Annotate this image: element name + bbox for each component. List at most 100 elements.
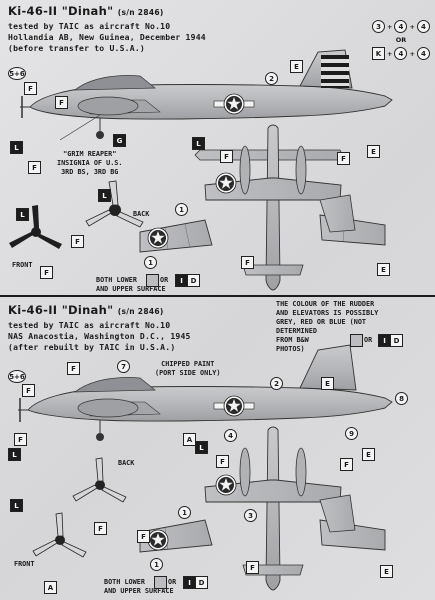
callout-f-sec1-d: F — [220, 150, 233, 163]
callout-f-sec2-e: F — [340, 458, 353, 471]
section1-back-label: BACK — [133, 210, 150, 218]
callout-f-sec1-g: F — [40, 266, 53, 279]
callout-2-sec2: 2 — [270, 377, 283, 390]
section1-line3: (before transfer to U.S.A.) — [8, 43, 145, 53]
section2-surface-swatch-d: D — [195, 576, 208, 589]
callout-1-sec2-b: 1 — [150, 558, 163, 571]
section1-title: Ki-46-II "Dinah" (s/n 2846) — [8, 4, 164, 18]
section1-title-name: "Dinah" — [61, 4, 114, 18]
section2-colour-or: OR — [364, 336, 373, 344]
callout-f-sec1-c: F — [28, 161, 41, 174]
callout-l-sec1-c: L — [16, 208, 29, 221]
section2-title-prefix: Ki-46-II — [8, 303, 58, 317]
callout-f-sec2-f: F — [137, 530, 150, 543]
section2-line3: (after rebuilt by TAIC in U.S.A.) — [8, 342, 176, 352]
section1-tail-detail — [319, 194, 356, 233]
callout-f-sec1-a: F — [24, 82, 37, 95]
tail-marking-option-1: 3 + 4 + 4 — [372, 20, 430, 33]
callout-a-sec2: A — [183, 433, 196, 446]
section2-wing-detail-left — [139, 519, 213, 553]
tail-marking-or: OR — [395, 36, 407, 44]
callout-f-sec1-e: F — [337, 152, 350, 165]
tail-marking-options: 3 + 4 + 4 OR K + 4 + 4 — [372, 20, 430, 60]
section1-title-prefix: Ki-46-II — [8, 4, 58, 18]
section-divider — [0, 295, 435, 297]
callout-f-sec2-b: F — [67, 362, 80, 375]
callout-5-6-sec2: 5+6 — [8, 370, 26, 383]
callout-f-sec1-f: F — [241, 256, 254, 269]
marking-4-circle: 4 — [394, 20, 408, 33]
callout-l-sec2-c: L — [10, 499, 23, 512]
callout-g-sec1: G — [113, 134, 126, 147]
section1-surface-swatch-grey — [146, 274, 159, 287]
section1-surface-note: BOTH LOWER AND UPPER SURFACE — [96, 276, 166, 293]
section2-line1: tested by TAIC as aircraft No.10 — [8, 320, 171, 330]
section1-wing-detail-left — [139, 219, 213, 253]
section2-front-label: FRONT — [14, 560, 35, 568]
callout-e-sec2-b: E — [362, 448, 375, 461]
callout-f-sec2-c: F — [14, 433, 27, 446]
section1-insignia-callout: "GRIM REAPER" INSIGNIA OF U.S. 3RD BS, 3… — [57, 150, 123, 176]
section2-paint-callout: CHIPPED PAINT (PORT SIDE ONLY) — [155, 360, 221, 377]
section2-propeller-front — [32, 512, 87, 558]
section1-serial: (s/n 2846) — [117, 8, 164, 17]
marking-4b-circle: 4 — [416, 20, 430, 33]
section2-plan-view — [204, 426, 342, 591]
section2-back-label: BACK — [118, 459, 135, 467]
section1-line2: Hollandia AB, New Guinea, December 1944 — [8, 32, 206, 42]
callout-e-sec1-c: E — [377, 263, 390, 276]
callout-e-sec1: E — [290, 60, 303, 73]
tail-marking-option-2: K + 4 + 4 — [372, 47, 430, 60]
callout-9-sec2: 9 — [345, 427, 358, 440]
callout-5-6-sec1: 5+6 — [8, 67, 26, 80]
callout-1-sec1-b: 1 — [144, 256, 157, 269]
section2-propeller-back — [72, 457, 127, 503]
callout-l-sec1: L — [10, 141, 23, 154]
section1-propeller-front — [9, 205, 62, 249]
callout-e-sec2: E — [321, 377, 334, 390]
section1-propeller-back — [85, 180, 144, 228]
callout-f-sec2-h: F — [94, 522, 107, 535]
section1-surface-swatch-d: D — [187, 274, 200, 287]
section2-title-name: "Dinah" — [61, 303, 114, 317]
callout-1-sec1: 1 — [175, 203, 188, 216]
callout-4-sec2: 4 — [224, 429, 237, 442]
marking-3-circle: 3 — [372, 20, 385, 33]
callout-l-sec2: L — [8, 448, 21, 461]
callout-a-sec2-b: A — [44, 581, 57, 594]
callout-f-sec2-d: F — [216, 455, 229, 468]
section2-side-view — [18, 344, 393, 441]
callout-l-sec1-d: L — [98, 189, 111, 202]
section1-surface-or: OR — [160, 276, 169, 284]
callout-7-sec2: 7 — [117, 360, 130, 373]
callout-8-sec2: 8 — [395, 392, 408, 405]
section2-serial: (s/n 2846) — [117, 307, 164, 316]
section2-tail-detail — [319, 494, 356, 533]
section2-colour-note: THE COLOUR OF THE RUDDER AND ELEVATORS I… — [276, 300, 379, 353]
callout-e-sec2-c: E — [380, 565, 393, 578]
callout-f-sec1-h: F — [71, 235, 84, 248]
callout-f-sec2-g: F — [246, 561, 259, 574]
section2-title: Ki-46-II "Dinah" (s/n 2846) — [8, 303, 164, 317]
marking-4c-circle: 4 — [394, 47, 408, 60]
callout-f-sec2-a: F — [22, 384, 35, 397]
section2-surface-or: OR — [168, 578, 177, 586]
section1-front-label: FRONT — [12, 261, 33, 269]
section2-surface-note: BOTH LOWER AND UPPER SURFACE — [104, 578, 174, 595]
section2-surface-swatch-grey — [154, 576, 167, 589]
section1-line1: tested by TAIC as aircraft No.10 — [8, 21, 171, 31]
section2-line2: NAS Anacostia, Washington D.C., 1945 — [8, 331, 191, 341]
callout-f-sec1-b: F — [55, 96, 68, 109]
callout-l-sec2-b: L — [195, 441, 208, 454]
callout-1-sec2: 1 — [178, 506, 191, 519]
callout-3-sec2: 3 — [244, 509, 257, 522]
callout-2-sec1: 2 — [265, 72, 278, 85]
marking-4d-circle: 4 — [416, 47, 430, 60]
section1-side-view — [20, 49, 393, 141]
callout-l-sec1-b: L — [192, 137, 205, 150]
marking-k-square: K — [372, 47, 385, 60]
section2-colour-swatch-grey — [350, 334, 363, 347]
section2-colour-swatch-d: D — [390, 334, 403, 347]
callout-e-sec1-b: E — [367, 145, 380, 158]
